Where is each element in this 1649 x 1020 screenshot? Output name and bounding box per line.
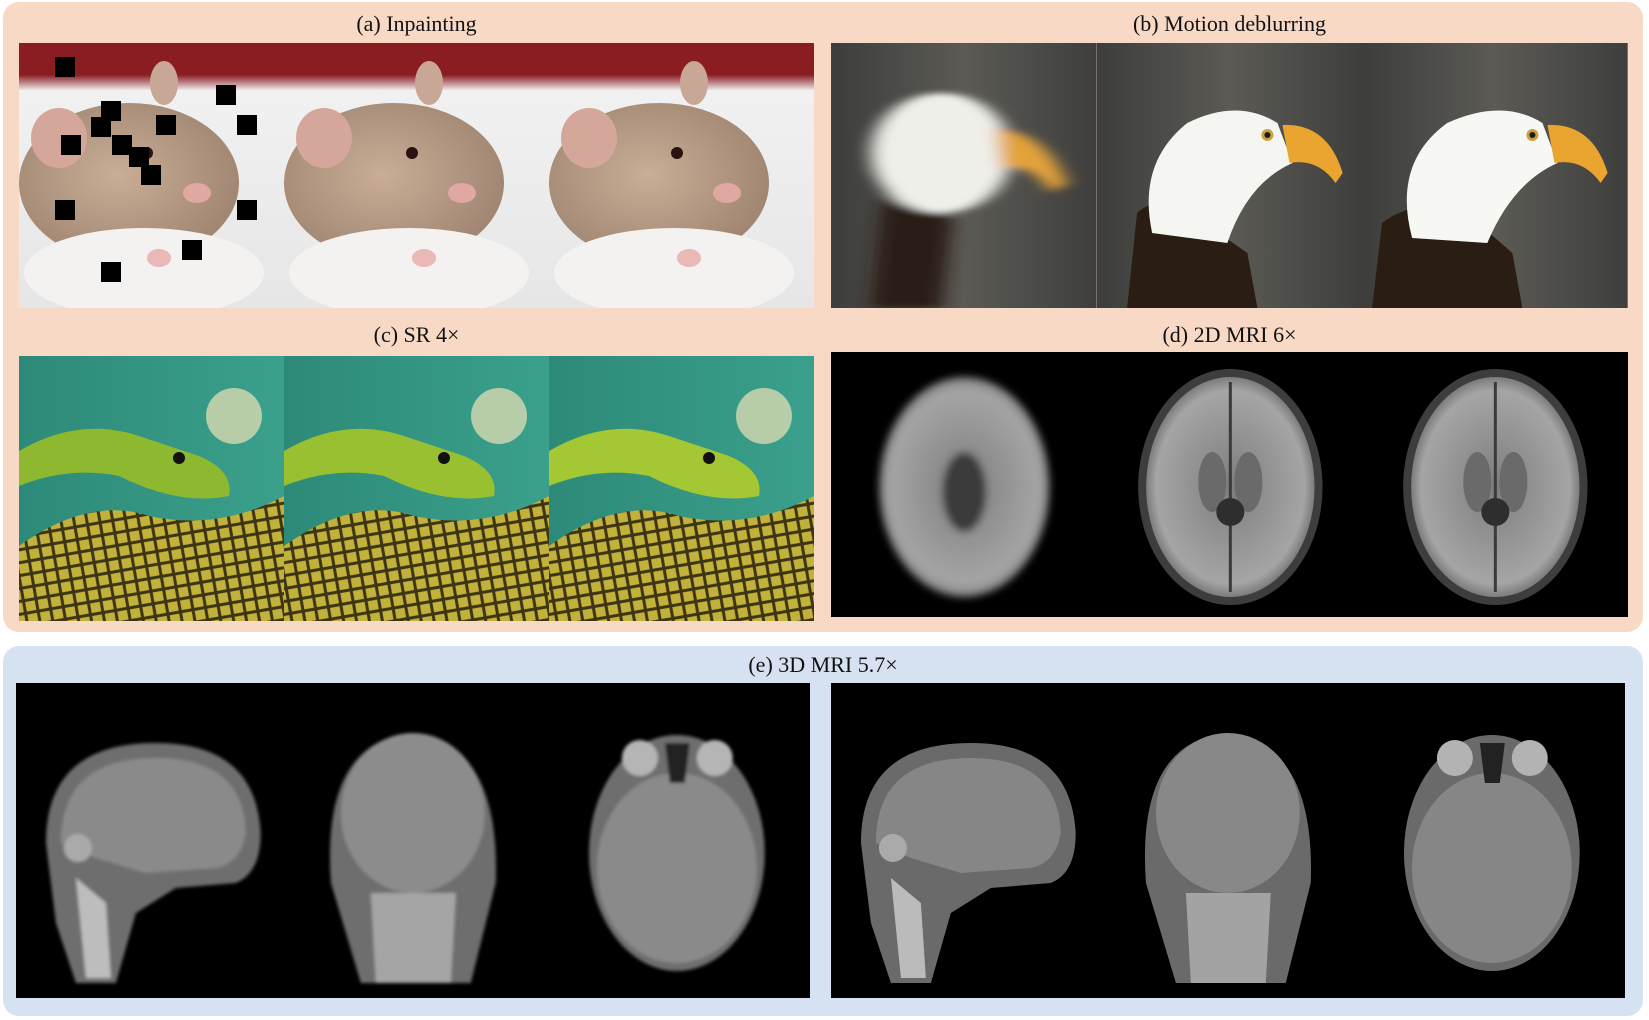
- inpainting-ground-truth: [549, 43, 814, 308]
- 2d-mri-ground-truth: [1362, 352, 1628, 617]
- inpainting-mask-block: [182, 240, 202, 260]
- caption-3d-mri: (e) 3D MRI 5.7×: [748, 652, 898, 677]
- 2d-mri-strip: [831, 352, 1628, 617]
- 3d-mri-coronal-view: [1095, 683, 1361, 998]
- inpainting-mask-block: [101, 262, 121, 282]
- caption-super-resolution: (c) SR 4×: [373, 322, 460, 347]
- inpainting-mask-block: [141, 165, 161, 185]
- inpainting-mask-block: [61, 135, 81, 155]
- inpainting-mask-block: [216, 85, 236, 105]
- inpainting-mask-block: [101, 101, 121, 121]
- inpainting-mask-block: [129, 147, 149, 167]
- inpainting-mask-block: [55, 57, 75, 77]
- 3d-mri-coronal-view: [280, 683, 546, 998]
- 3d-mri-reconstruction-strip: [16, 683, 810, 998]
- motion-deblurring-strip: [831, 43, 1628, 308]
- 3d-mri-sagittal-view: [16, 683, 281, 998]
- caption-motion-deblurring: (b) Motion deblurring: [1132, 11, 1327, 36]
- 2d-mri-reconstruction: [1096, 352, 1363, 617]
- deblurring-blurred-input: [831, 43, 1097, 308]
- sr-low-resolution-input: [19, 356, 284, 621]
- caption-inpainting: (a) Inpainting: [356, 11, 477, 36]
- 3d-mri-axial-view: [1360, 683, 1625, 998]
- 3d-mri-axial-view: [545, 683, 810, 998]
- super-resolution-strip: [19, 356, 814, 621]
- deblurring-reconstruction: [1096, 43, 1363, 308]
- inpainting-reconstruction: [284, 43, 549, 308]
- inpainting-masked-input: [19, 43, 284, 308]
- deblurring-ground-truth: [1362, 43, 1628, 308]
- inpainting-mask-block: [91, 117, 111, 137]
- inpainting-mask-block: [55, 200, 75, 220]
- 3d-mri-ground-truth-strip: [831, 683, 1625, 998]
- inpainting-mask-block: [112, 135, 132, 155]
- sr-reconstruction: [284, 356, 549, 621]
- sr-ground-truth: [549, 356, 814, 621]
- caption-2d-mri: (d) 2D MRI 6×: [1162, 322, 1297, 347]
- inpainting-strip: [19, 43, 814, 308]
- 3d-mri-sagittal-view: [831, 683, 1096, 998]
- inpainting-mask-block: [156, 115, 176, 135]
- inpainting-mask-block: [237, 115, 257, 135]
- 2d-mri-undersampled-input: [831, 352, 1097, 617]
- inpainting-mask-block: [237, 200, 257, 220]
